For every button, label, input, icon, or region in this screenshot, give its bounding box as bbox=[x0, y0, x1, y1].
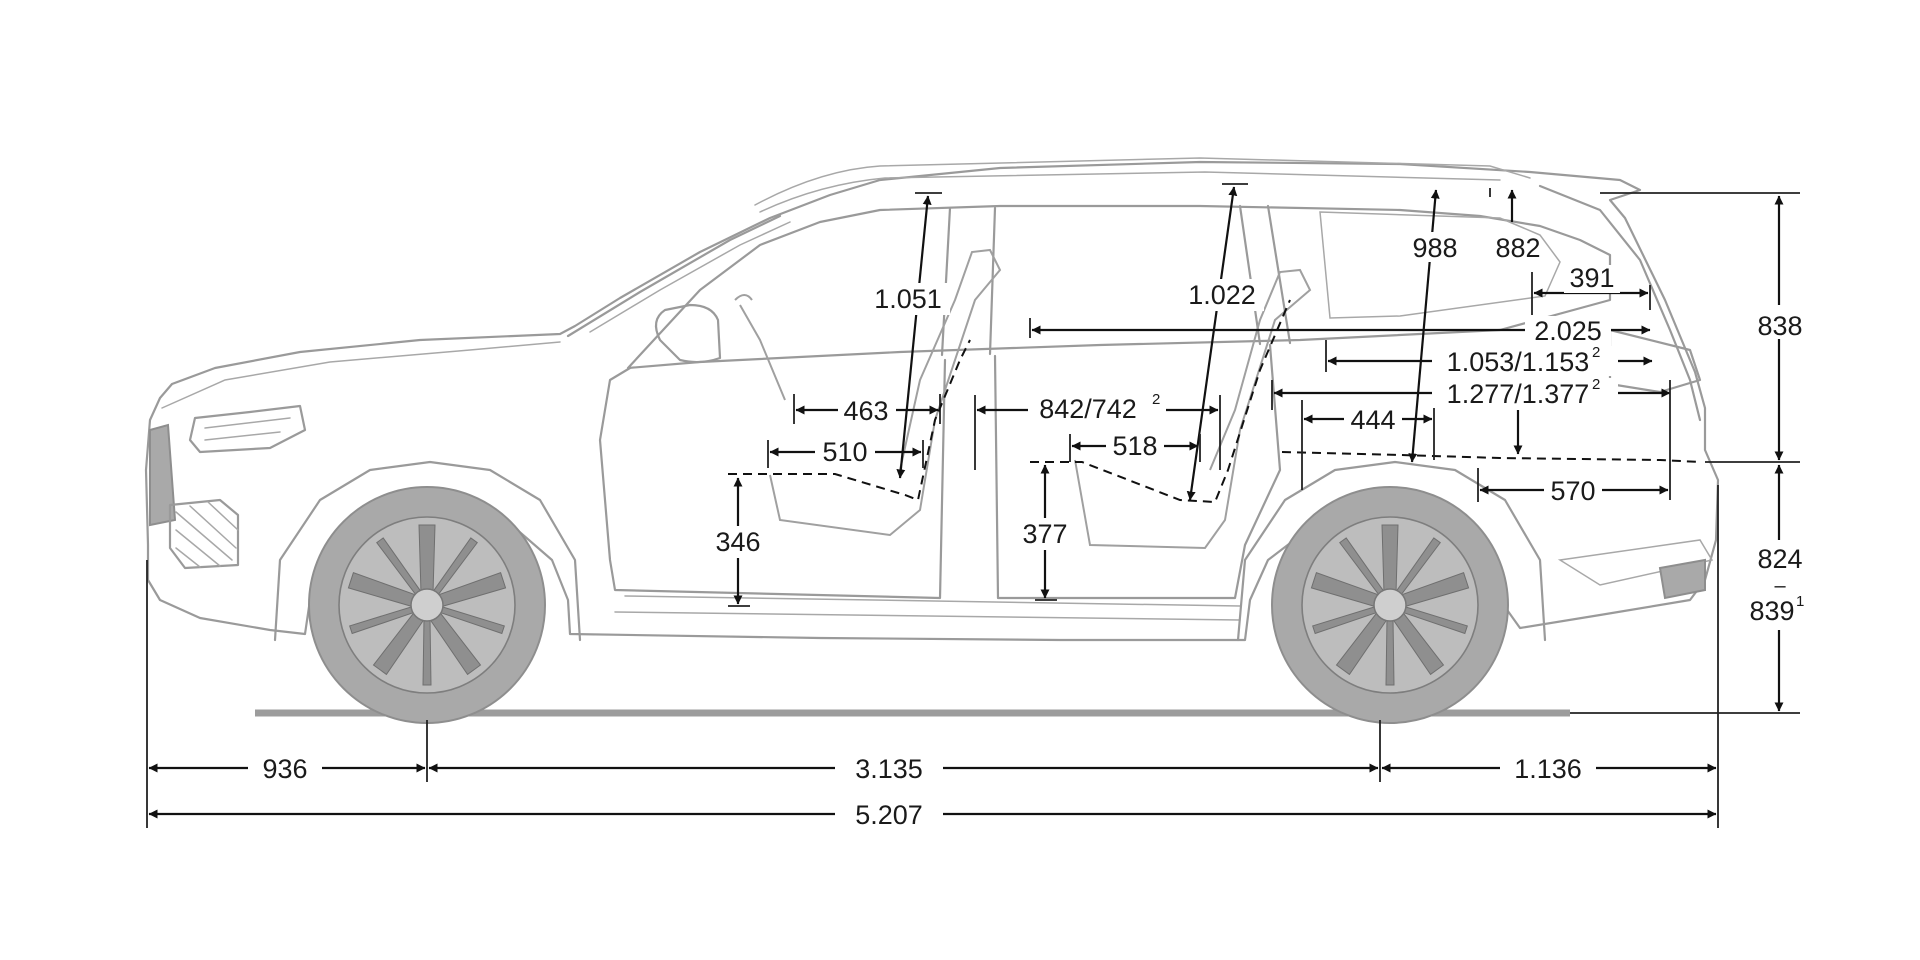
label-cargo-length-b-sup: 2 bbox=[1592, 376, 1600, 393]
tailgate bbox=[1538, 184, 1702, 422]
label-headroom-row3: 988 bbox=[1412, 233, 1457, 263]
label-seat-height-row1: 346 bbox=[715, 527, 760, 557]
side-mirror bbox=[654, 303, 722, 364]
car-side-view bbox=[144, 157, 1720, 724]
label-wheelbase: 3.135 bbox=[855, 754, 923, 784]
label-cargo-391: 391 bbox=[1569, 263, 1614, 293]
label-cargo-444: 444 bbox=[1350, 405, 1395, 435]
second-row-seat bbox=[1074, 268, 1312, 550]
label-rear-height-lower-b: 839 bbox=[1749, 596, 1794, 626]
row1-seat-reference bbox=[728, 339, 971, 502]
label-cargo-length-b: 1.277/1.377 bbox=[1447, 379, 1590, 409]
grille bbox=[149, 423, 177, 527]
label-legroom-row1-bottom: 510 bbox=[822, 437, 867, 467]
headroom-row3-arrow bbox=[1408, 189, 1440, 463]
label-legroom-row2-top-sup: 2 bbox=[1152, 391, 1160, 408]
label-rear-height-lower-sep: – bbox=[1774, 575, 1786, 597]
front-door bbox=[598, 358, 947, 600]
hood-line bbox=[161, 341, 561, 409]
label-headroom-cargo: 882 bbox=[1495, 233, 1540, 263]
label-cargo-length-a: 1.053/1.153 bbox=[1447, 347, 1590, 377]
label-legroom-row2-top: 842/742 bbox=[1039, 394, 1137, 424]
label-cargo-length-a-sup: 2 bbox=[1592, 344, 1600, 361]
windshield bbox=[566, 214, 782, 338]
label-rear-height-upper: 838 bbox=[1757, 311, 1802, 341]
label-rear-height-lower-b-sup: 1 bbox=[1796, 593, 1804, 610]
label-overall-length: 5.207 bbox=[855, 800, 923, 830]
label-legroom-row1-top: 463 bbox=[843, 396, 888, 426]
rear-wheel-arch bbox=[1236, 460, 1547, 642]
dimension-labels: 936 3.135 1.136 5.207 838 824 – 839 1 1.… bbox=[248, 232, 1808, 830]
roof-rail bbox=[754, 157, 1531, 206]
label-headroom-row1: 1.051 bbox=[874, 284, 942, 314]
exhaust-tip bbox=[1658, 558, 1706, 600]
label-legroom-row2-bottom: 518 bbox=[1112, 431, 1157, 461]
cargo-floor-reference bbox=[1281, 451, 1701, 463]
label-rear-overhang: 1.136 bbox=[1514, 754, 1582, 784]
headroom-row1-arrow bbox=[896, 195, 932, 479]
headlight bbox=[188, 404, 307, 454]
rear-wheel bbox=[1271, 486, 1509, 724]
label-headroom-row2: 1.022 bbox=[1188, 280, 1256, 310]
label-rear-height-lower-b-group: 839 bbox=[1749, 596, 1794, 626]
fog-lamp-grille bbox=[168, 498, 240, 570]
label-front-overhang: 936 bbox=[262, 754, 307, 784]
rear-door bbox=[993, 343, 1282, 600]
front-wheel-arch bbox=[273, 460, 582, 642]
front-wheel bbox=[308, 486, 546, 724]
label-cargo-length-max: 2.025 bbox=[1534, 316, 1602, 346]
label-rear-height-lower-a: 824 bbox=[1757, 544, 1802, 574]
label-cargo-570: 570 bbox=[1550, 476, 1595, 506]
side-windows bbox=[626, 204, 1612, 370]
label-seat-height-row2: 377 bbox=[1022, 519, 1067, 549]
row2-seat-reference bbox=[1030, 299, 1291, 504]
